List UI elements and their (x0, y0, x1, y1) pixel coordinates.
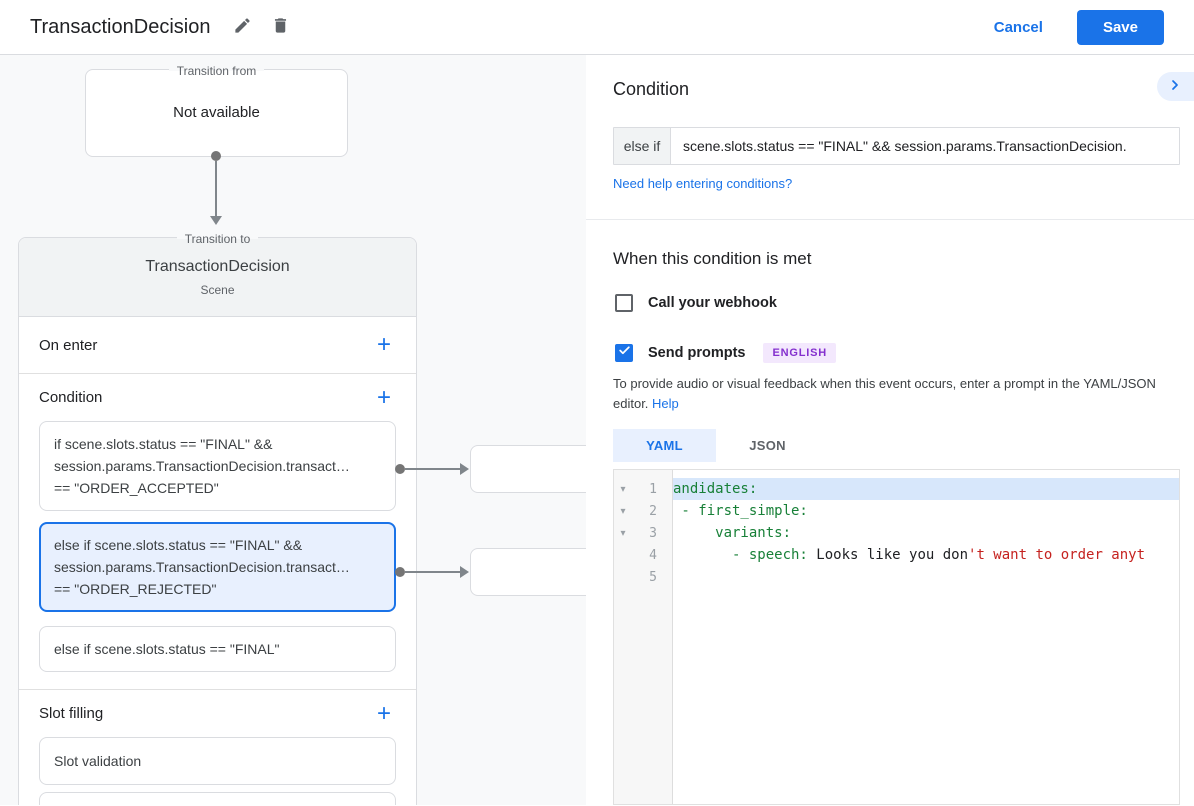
arrow-down-icon (210, 216, 222, 225)
checkmark-icon (618, 344, 631, 362)
arrow-right-icon (460, 463, 469, 475)
send-prompts-checkbox[interactable] (615, 344, 633, 362)
prompt-hint: To provide audio or visual feedback when… (613, 376, 1156, 411)
editor-gutter: ▾ 1 ▾ 2 ▾ 3 4 5 (614, 470, 673, 804)
when-condition-met-title: When this condition is met (613, 249, 812, 268)
add-on-enter-button[interactable]: + (372, 333, 396, 357)
connector-dot (395, 567, 405, 577)
code-line-3: variants: (673, 525, 792, 541)
condition-input-group: else if (613, 127, 1180, 165)
cancel-button[interactable]: Cancel (993, 18, 1043, 36)
divider (586, 219, 1194, 220)
condition-section: Condition + if scene.slots.status == "FI… (19, 374, 416, 690)
scene-type: Scene (200, 283, 235, 297)
help-link[interactable]: Help (652, 395, 679, 411)
connector-dot (211, 151, 221, 161)
condition-help-link[interactable]: Need help entering conditions? (613, 176, 793, 191)
collapse-panel-button[interactable] (1157, 72, 1194, 101)
condition-card-order-rejected[interactable]: else if scene.slots.status == "FINAL" &&… (39, 522, 396, 612)
transition-to-box: Transition to TransactionDecision Scene … (18, 232, 417, 805)
connector-line (405, 571, 460, 573)
line-number: 2 (649, 503, 657, 519)
page-title: TransactionDecision (30, 15, 211, 38)
edit-scene-button[interactable] (228, 13, 256, 41)
condition-expression-input[interactable] (671, 128, 1179, 164)
connector-line (405, 468, 460, 470)
line-number: 4 (649, 547, 657, 563)
code-line-5 (673, 566, 1179, 588)
editor-tabs: YAML JSON (613, 429, 819, 462)
condition-card-final[interactable]: else if scene.slots.status == "FINAL" (39, 626, 396, 672)
slot-filling-section: Slot filling + Slot validation (19, 690, 416, 805)
connector-line (215, 161, 217, 216)
prompt-code-editor[interactable]: ▾ 1 ▾ 2 ▾ 3 4 5 (613, 469, 1180, 805)
line-number: 1 (649, 481, 657, 497)
scene-name: TransactionDecision (145, 258, 290, 275)
fold-arrow-icon[interactable]: ▾ (620, 527, 626, 539)
line-number: 5 (649, 569, 657, 585)
slot-filling-label: Slot filling (39, 705, 104, 722)
connector-dot (395, 464, 405, 474)
language-badge: ENGLISH (763, 343, 836, 363)
code-line-1: andidates: (673, 478, 1179, 500)
chevron-right-icon (1167, 77, 1183, 96)
add-slot-button[interactable]: + (372, 701, 396, 726)
transition-from-value: Not available (173, 104, 260, 121)
send-prompts-label: Send prompts (648, 345, 746, 361)
condition-card-order-accepted[interactable]: if scene.slots.status == "FINAL" && sess… (39, 421, 396, 511)
add-condition-button[interactable]: + (372, 385, 396, 410)
webhook-checkbox[interactable] (615, 294, 633, 312)
on-enter-label: On enter (39, 336, 98, 354)
condition-section-label: Condition (39, 389, 103, 406)
code-line-2: - first_simple: (673, 503, 808, 519)
code-area[interactable]: andidates: - first_simple: variants: - s… (673, 470, 1179, 804)
panel-title: Condition (613, 79, 690, 99)
on-enter-row: On enter + (19, 317, 416, 374)
tab-json[interactable]: JSON (716, 429, 819, 462)
delete-scene-button[interactable] (266, 13, 294, 41)
transition-from-box: Transition from Not available (85, 64, 348, 157)
code-line-4: - speech: Looks like you don't want to o… (673, 547, 1146, 563)
fold-arrow-icon[interactable]: ▾ (620, 483, 626, 495)
arrow-right-icon (460, 566, 469, 578)
send-prompts-row: Send prompts ENGLISH (615, 343, 836, 363)
line-number: 3 (649, 525, 657, 541)
trash-icon (271, 16, 290, 38)
transition-from-legend: Transition from (86, 62, 347, 80)
topbar: TransactionDecision Cancel Save (0, 0, 1194, 55)
condition-detail-panel: Condition else if Need help entering con… (586, 55, 1194, 805)
pencil-icon (233, 16, 252, 38)
target-scene-box[interactable] (470, 548, 586, 596)
condition-prefix: else if (614, 128, 671, 164)
save-button[interactable]: Save (1076, 9, 1164, 45)
slot-card-partial[interactable] (39, 792, 396, 805)
slot-validation-card[interactable]: Slot validation (39, 737, 396, 785)
webhook-label: Call your webhook (648, 295, 777, 311)
scene-flow-canvas: Transition from Not available Transition… (0, 55, 586, 805)
fold-arrow-icon[interactable]: ▾ (620, 505, 626, 517)
target-scene-box[interactable] (470, 445, 586, 493)
tab-yaml[interactable]: YAML (613, 429, 716, 462)
webhook-row: Call your webhook (615, 294, 777, 312)
scene-header: TransactionDecision Scene (19, 238, 416, 317)
